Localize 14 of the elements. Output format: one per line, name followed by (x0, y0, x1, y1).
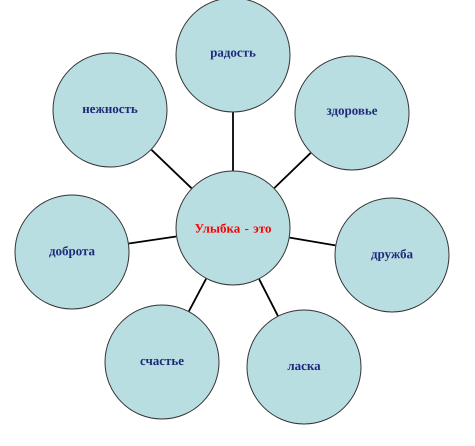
circle-node: дружба (334, 198, 450, 312)
circle-node: счастье (104, 304, 220, 420)
connector-line (290, 236, 336, 246)
circle-node: здоровье (294, 56, 410, 170)
circle-node: нежность (52, 52, 168, 168)
connector-line (232, 112, 234, 170)
connector-line (188, 278, 207, 312)
connector-line (150, 149, 192, 189)
connector-line (274, 152, 312, 189)
connector-line (258, 278, 279, 316)
circle-node: доброта (14, 194, 130, 310)
circle-node: Улыбка - это (176, 170, 290, 286)
connector-line (128, 236, 176, 244)
circle-node: ласка (246, 310, 362, 424)
